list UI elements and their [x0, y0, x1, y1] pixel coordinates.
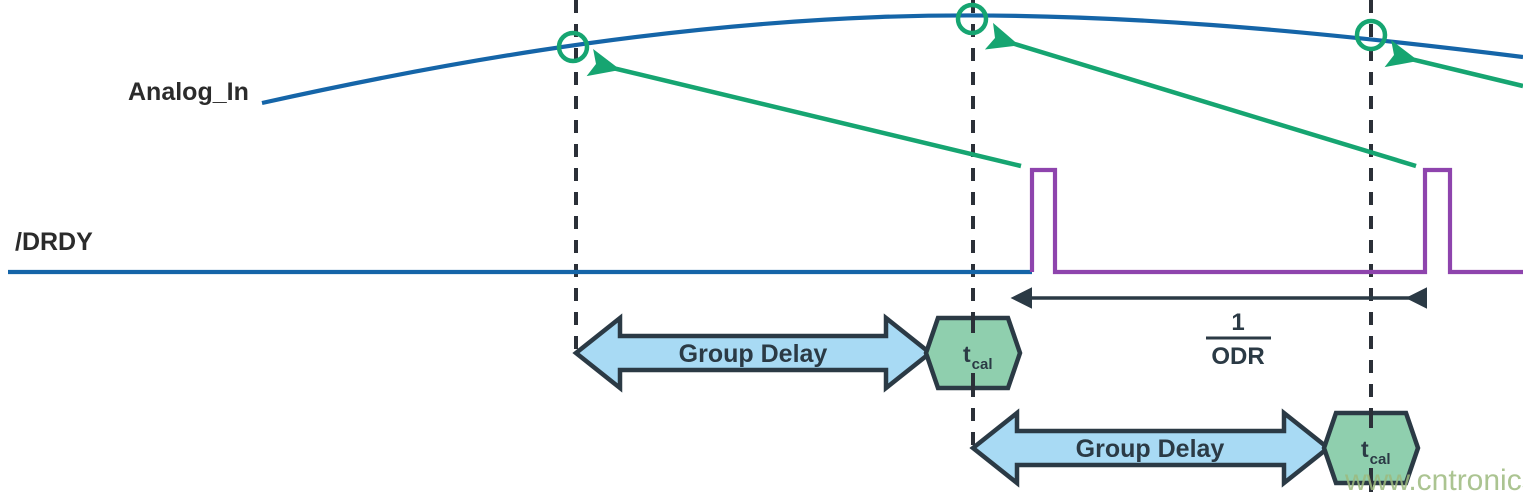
- tcal-lower-label: tcal: [1361, 436, 1391, 468]
- odr-numerator: 1: [1231, 309, 1244, 336]
- group-delay-lower-arrow: Group Delay: [969, 408, 1332, 488]
- pointer-arrow-2: [984, 22, 1417, 169]
- dashed-reference-lines: [574, 0, 1373, 492]
- tcal-lower-sub: cal: [1370, 451, 1391, 468]
- tcal-upper-sub: cal: [972, 356, 993, 373]
- odr-denominator: ODR: [1211, 343, 1264, 370]
- pointer-arrow-1: [586, 48, 1022, 169]
- dashed-line-overlays: [971, 314, 1373, 492]
- analog-in-signal: [261, 13, 1523, 106]
- sample-marker-2: [955, 2, 989, 36]
- sample-marker-3: [1354, 18, 1388, 52]
- sample-marker-1: [556, 30, 590, 64]
- odr-period-measure: 1 ODR: [1010, 287, 1428, 370]
- analog-in-curve: [261, 13, 1523, 106]
- group-delay-upper-label: Group Delay: [679, 340, 828, 368]
- tcal-upper-label: tcal: [963, 341, 993, 373]
- tcal-lower-shape-group: tcal: [1321, 410, 1421, 486]
- drdy-pulse-train: [1029, 167, 1523, 275]
- group-delay-upper-arrow: Group Delay: [572, 313, 934, 393]
- drdy-signal: [8, 167, 1523, 275]
- sample-markers: [556, 2, 1388, 64]
- pointer-arrows: [586, 22, 1523, 169]
- tcal-lower-t: t: [1361, 436, 1369, 462]
- pointer-arrow-3: [1384, 39, 1523, 89]
- group-delay-lower-label: Group Delay: [1076, 435, 1225, 463]
- tcal-upper-t: t: [963, 341, 971, 367]
- analog-in-label: Analog_In: [128, 78, 249, 106]
- drdy-label: /DRDY: [15, 228, 93, 256]
- watermark: www.cntronics.com: [1344, 464, 1523, 497]
